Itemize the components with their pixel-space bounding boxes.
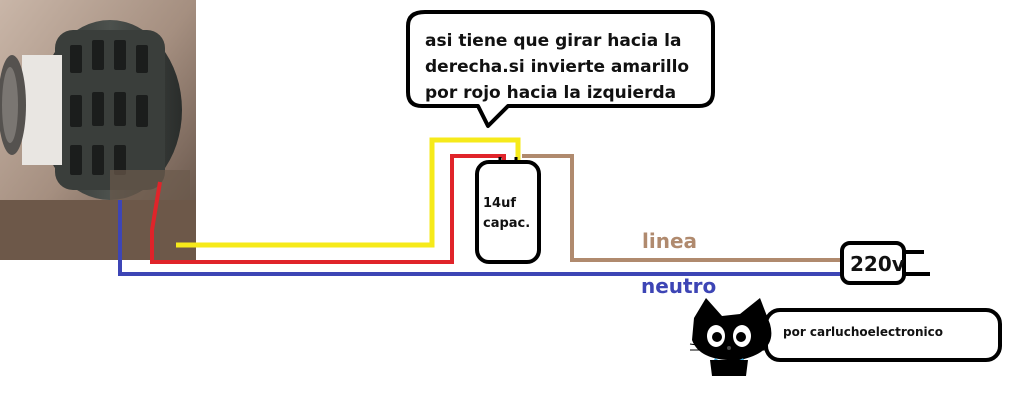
capacitor-label: 14uf capac. (483, 196, 531, 231)
linea-label: linea (642, 229, 698, 253)
blue-neutral-wire (118, 200, 843, 276)
power-plug-icon (904, 250, 930, 276)
red-wire (150, 154, 506, 264)
motor-icon (0, 0, 196, 260)
motor-photo (0, 0, 196, 260)
speech-bubble (406, 10, 715, 128)
plug-label: 220v (850, 252, 905, 276)
bubble-text: asi tiene que girar hacia la derecha.si … (425, 31, 690, 103)
plug-box (840, 241, 906, 285)
chococat-icon (689, 298, 772, 376)
credit-text: por carluchoelectronico (783, 325, 944, 339)
brown-linea-wire (522, 154, 843, 262)
yellow-wire (176, 137, 521, 248)
neutro-label: neutro (641, 274, 717, 298)
capacitor (475, 160, 541, 264)
